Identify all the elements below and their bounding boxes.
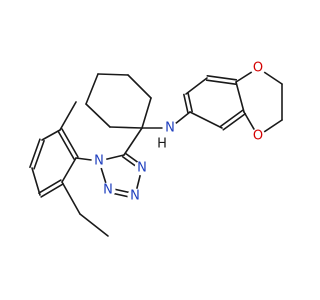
bond-a3-a4 [29, 138, 41, 169]
bond-b1-b2-second [183, 93, 189, 114]
bond-a5-a6 [40, 183, 64, 198]
bond-b3-b4-second [206, 75, 238, 81]
bond-c5-c6 [85, 103, 111, 128]
bond-c4-c5 [85, 73, 99, 105]
atom-label-n-t4: N [94, 154, 104, 169]
bond-a1-a2 [61, 128, 79, 158]
bond-b1-b2 [187, 92, 193, 113]
atom-background-n-t3 [100, 182, 116, 198]
bond-b5-b6 [219, 109, 244, 128]
atom-label-n-amine: N [165, 121, 175, 136]
bond-b2-b3 [185, 77, 208, 95]
atom-background-o2 [250, 128, 266, 144]
bond-c6-c1 [109, 126, 143, 129]
bond-c3-c4 [97, 73, 129, 76]
atom-background-n-t2 [127, 188, 143, 204]
atom-label-h-amine: H [157, 137, 167, 152]
atom-label-o2: O [253, 129, 263, 144]
bond-a2-a3 [41, 129, 61, 141]
atom-label-o1: O [253, 61, 263, 76]
bond-a3-a4-second [33, 139, 45, 170]
bond-layer [29, 67, 283, 237]
bond-a2-me [59, 101, 77, 131]
atom-background-n-amine [162, 120, 178, 136]
bond-c1-c2 [141, 97, 152, 129]
bond-b5-b6-second [222, 112, 247, 131]
atom-label-n-t2: N [130, 189, 140, 204]
bond-e1-e2 [79, 213, 109, 237]
atom-background-n-t1 [134, 160, 150, 176]
bond-b3-b4 [205, 79, 237, 85]
atom-background-o1 [250, 60, 266, 76]
bond-a5-a6-second [38, 179, 62, 194]
bond-a1-a2-second [57, 130, 75, 160]
atom-background-n-t4 [91, 153, 107, 169]
bond-a6-e1 [61, 181, 81, 215]
bond-c1-t1 [123, 127, 143, 156]
atom-label-n-t3: N [103, 183, 113, 198]
atom-background-h-amine [155, 137, 169, 151]
atom-label-n-t1: N [137, 161, 147, 176]
bond-a4-a5 [31, 167, 41, 196]
bond-c2-c3 [127, 74, 152, 99]
bond-a6-a1 [61, 157, 77, 183]
bond-b6-b1 [189, 111, 223, 129]
bond-b4-b5 [235, 81, 245, 113]
